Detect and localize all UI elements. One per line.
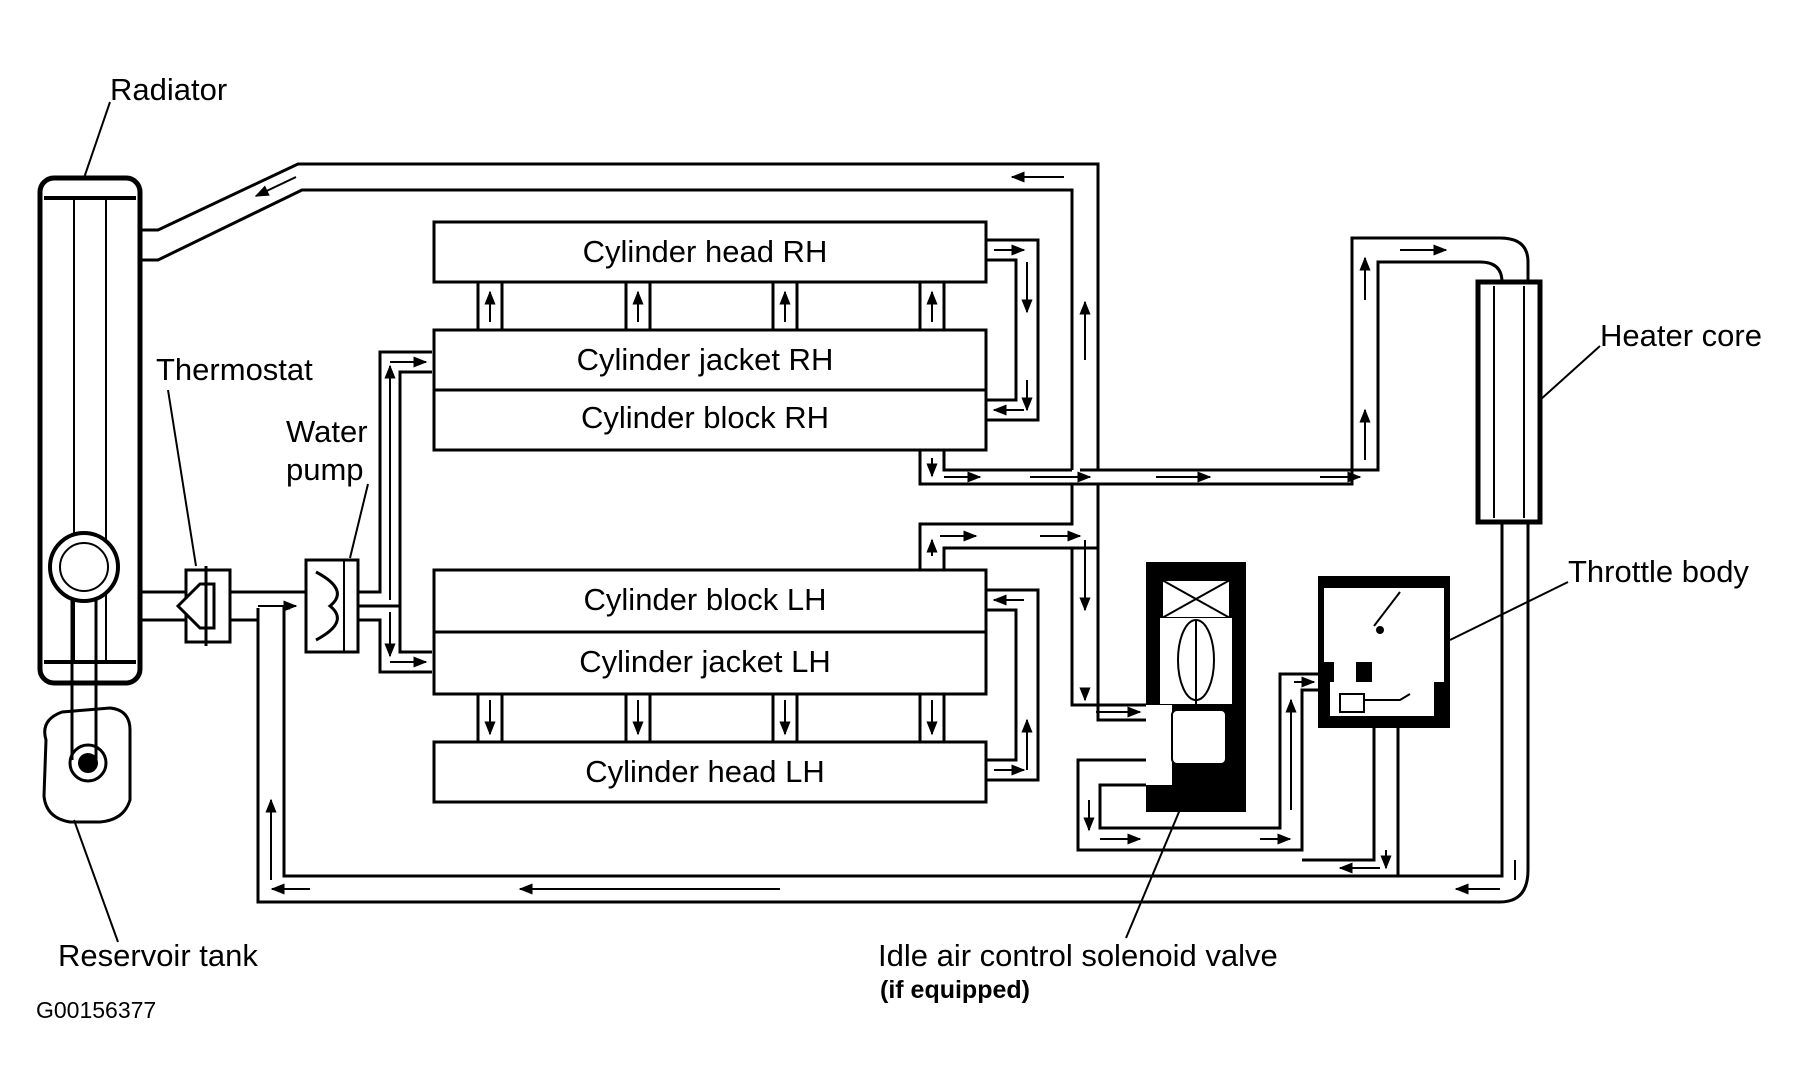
heater-core	[1475, 279, 1543, 525]
radiator	[37, 175, 143, 686]
callout-lines	[73, 101, 1601, 943]
cylinder-jacket-lh-label: Cylinder jacket LH	[579, 644, 831, 679]
thermostat-label: Thermostat	[156, 352, 313, 387]
cylinder-jacket-lh: Cylinder jacket LH	[432, 630, 988, 696]
lh-connectors	[476, 692, 946, 744]
flow-arrows	[254, 171, 1516, 895]
iac-note-label: (if equipped)	[880, 976, 1030, 1004]
cylinder-jacket-rh: Cylinder jacket RH	[432, 328, 988, 392]
water-pump-label-line2: pump	[286, 452, 364, 487]
idle-air-control-valve	[1146, 562, 1246, 812]
cylinder-block-rh: Cylinder block RH	[432, 388, 988, 452]
cylinder-block-lh: Cylinder block LH	[432, 568, 988, 634]
radiator-label: Radiator	[110, 72, 227, 107]
water-pump	[304, 558, 360, 654]
throttle-body-label: Throttle body	[1568, 554, 1749, 589]
heater-core-label: Heater core	[1600, 318, 1762, 353]
cylinder-head-rh-label: Cylinder head RH	[583, 234, 828, 269]
cylinder-block-lh-label: Cylinder block LH	[584, 582, 827, 617]
throttle-body	[1318, 576, 1450, 728]
thermostat	[175, 566, 232, 646]
cylinder-head-rh: Cylinder head RH	[432, 220, 988, 284]
cylinder-jacket-rh-label: Cylinder jacket RH	[577, 342, 834, 377]
cylinder-block-rh-label: Cylinder block RH	[581, 400, 829, 435]
iac-valve-label: Idle air control solenoid valve	[878, 938, 1278, 973]
rh-connectors	[476, 280, 946, 332]
water-pump-label-line1: Water	[286, 414, 368, 449]
reservoir-tank-label: Reservoir tank	[58, 938, 258, 973]
cylinder-head-lh-label: Cylinder head LH	[585, 754, 825, 789]
cylinder-head-lh: Cylinder head LH	[432, 740, 988, 804]
reservoir-tank	[42, 600, 132, 824]
figure-code: G00156377	[36, 997, 156, 1023]
coolant-pipes	[140, 162, 1530, 904]
